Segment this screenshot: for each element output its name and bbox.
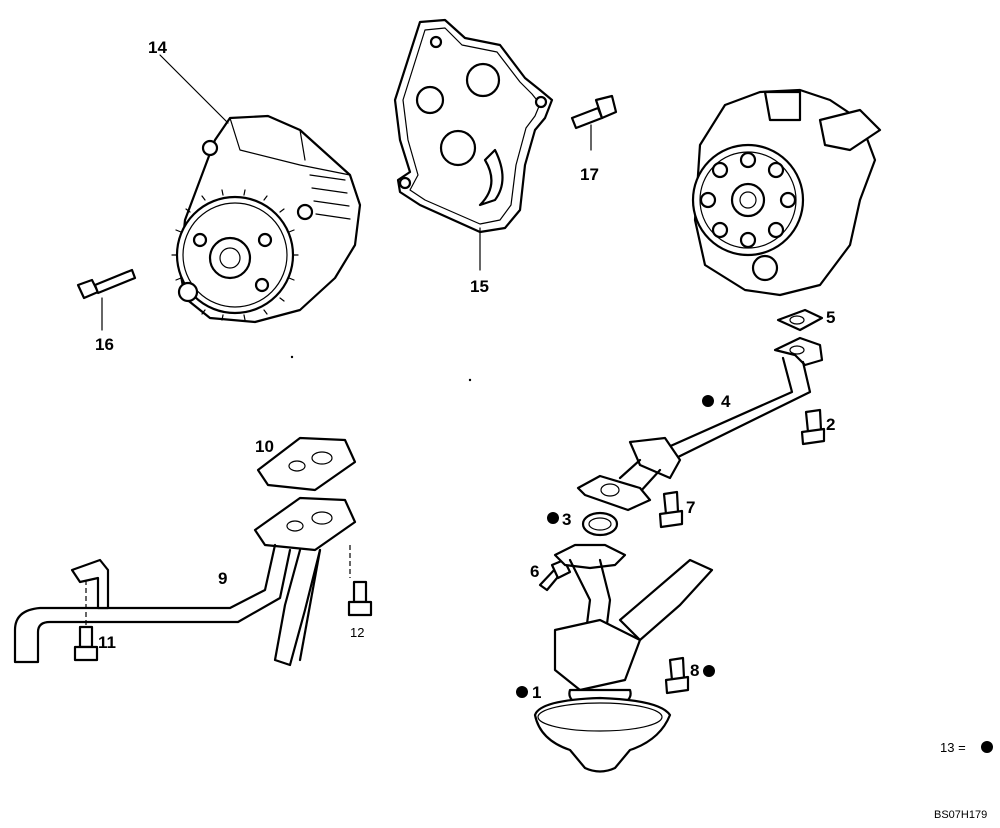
oil-pump-assembly xyxy=(159,54,362,324)
gasket-5 xyxy=(776,308,824,332)
callout-2: 2 xyxy=(826,415,835,434)
bolt-16 xyxy=(76,268,137,331)
kit-marker-dot xyxy=(547,512,559,524)
oil-strainer-1 xyxy=(533,543,714,773)
callout-9: 9 xyxy=(218,569,227,588)
bolt-17 xyxy=(570,94,618,151)
kit-marker-dot xyxy=(516,686,528,698)
callout-12: 12 xyxy=(350,625,364,640)
kit-marker-dot xyxy=(702,395,714,407)
callout-6: 6 xyxy=(530,562,539,581)
callout-5: 5 xyxy=(826,308,835,327)
callout-4: 4 xyxy=(721,392,731,411)
gasket-10 xyxy=(256,436,357,492)
pipe-9 xyxy=(13,496,357,667)
callout-10: 10 xyxy=(255,437,274,456)
pipe-4 xyxy=(576,336,824,512)
bolt-6 xyxy=(538,558,572,592)
bolt-7 xyxy=(658,490,684,529)
pump-gasket xyxy=(393,18,554,271)
bolt-2 xyxy=(800,408,826,446)
callout-17: 17 xyxy=(580,165,599,184)
vacuum-pump xyxy=(691,88,882,297)
o-ring-3 xyxy=(581,511,619,537)
callout-15: 15 xyxy=(470,277,489,296)
callout-8: 8 xyxy=(690,661,699,680)
callout-16: 16 xyxy=(95,335,114,354)
callout-11: 11 xyxy=(98,633,116,652)
bolt-8 xyxy=(664,656,690,695)
callout-1: 1 xyxy=(532,683,541,702)
kit-marker-dot xyxy=(703,665,715,677)
callout-7: 7 xyxy=(686,498,695,517)
callout-3: 3 xyxy=(562,510,571,529)
bolt-11 xyxy=(73,625,99,662)
legend-label: 13 = xyxy=(940,740,966,755)
bolt-12 xyxy=(347,580,373,617)
callout-14: 14 xyxy=(148,38,167,57)
legend-dot xyxy=(981,741,993,753)
drawing-code: BS07H179 xyxy=(934,809,987,821)
